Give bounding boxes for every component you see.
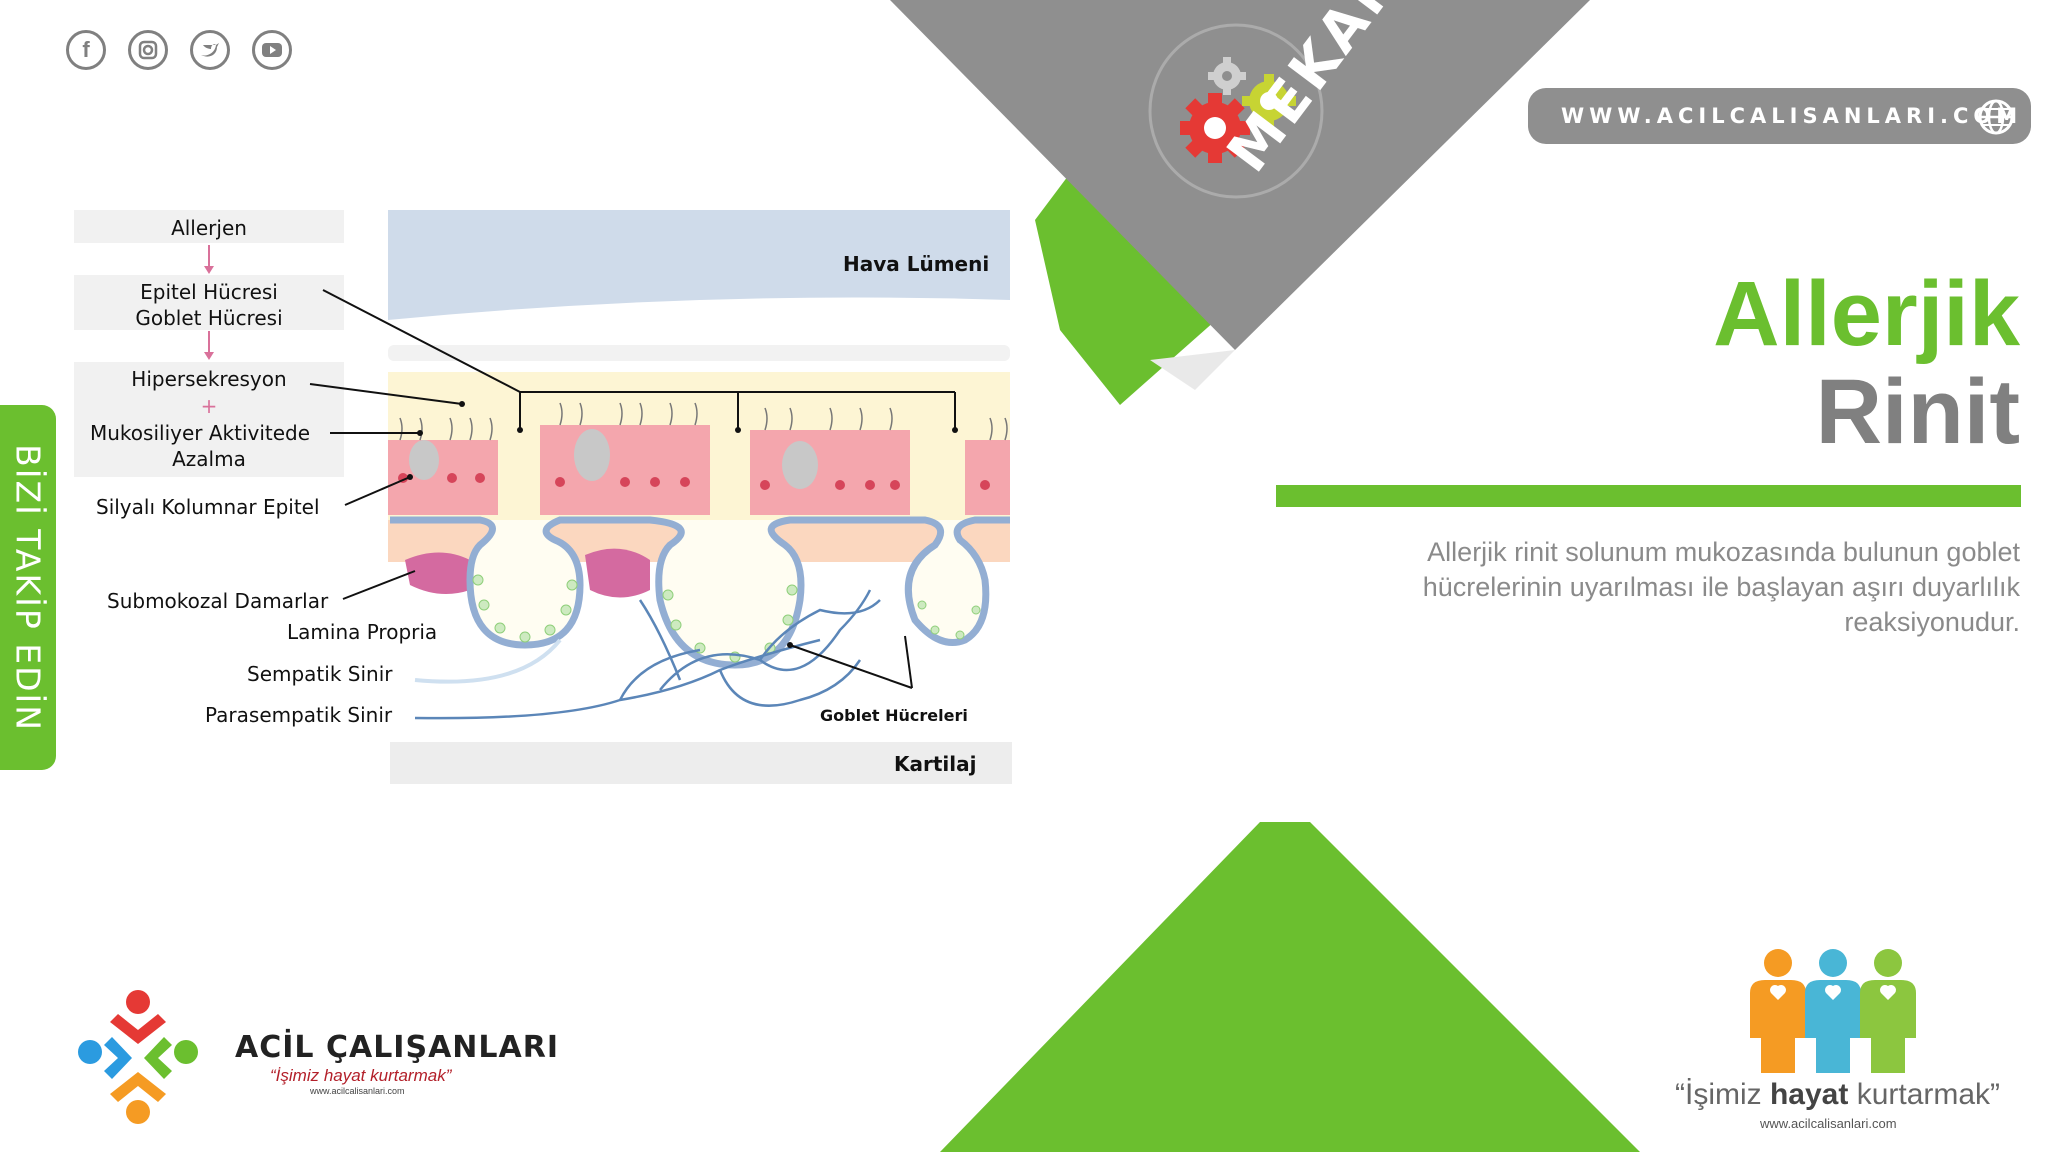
website-url: WWW.ACILCALISANLARI.COM — [1561, 104, 2023, 128]
flow-box-result — [74, 362, 344, 477]
flow-step-goblet: Goblet Hücresi — [135, 306, 283, 330]
brand-logo-icon — [78, 990, 198, 1124]
flow-plus: + — [200, 394, 218, 418]
mechanism-diagram: Allerjen Epitel Hücresi Goblet Hücresi H… — [0, 0, 1040, 800]
flow-step-allergen: Allerjen — [171, 216, 247, 240]
flow-step-decrease: Azalma — [172, 447, 246, 471]
goblet-cells-label: Goblet Hücreleri — [820, 706, 968, 725]
flow-step-epithelial: Epitel Hücresi — [140, 280, 278, 304]
facebook-icon[interactable]: f — [66, 30, 106, 70]
flow-box-cells — [74, 275, 344, 330]
slogan-part2: kurtarmak” — [1848, 1078, 2001, 1111]
slogan: “İşimiz hayat kurtarmak” — [1675, 1078, 2000, 1112]
slogan-bold: hayat — [1769, 1078, 1849, 1111]
page-title-line1: Allerjik — [1713, 263, 2020, 365]
people-logo-icon — [1750, 949, 1916, 1073]
gears-icon — [1180, 57, 1296, 163]
sympathetic-label: Sempatik Sinir — [247, 662, 393, 686]
flow-step-hypersecretion: Hipersekresyon — [131, 367, 287, 391]
instagram-icon[interactable] — [128, 30, 168, 70]
globe-icon — [1978, 99, 2014, 135]
flow-box-allergen — [74, 210, 344, 243]
website-bar[interactable]: WWW.ACILCALISANLARI.COM — [1528, 88, 2031, 144]
brand-name: ACİL ÇALIŞANLARI — [235, 1030, 559, 1065]
lamina-propria-label: Lamina Propria — [287, 620, 438, 644]
histology-illustration — [204, 210, 1012, 784]
parasympathetic-label: Parasempatik Sinir — [205, 703, 393, 727]
slogan-url: www.acilcalisanlari.com — [1760, 1116, 1897, 1131]
social-links: f — [66, 30, 292, 70]
flow-step-mucociliary: Mukosiliyer Aktivitede — [90, 421, 311, 445]
cartilage-label: Kartilaj — [894, 752, 977, 776]
follow-us-tab[interactable]: BİZİ TAKİP EDİN — [0, 405, 56, 770]
slogan-part1: “İşimiz — [1675, 1078, 1770, 1111]
page-title-line2: Rinit — [1815, 361, 2020, 463]
brand-tagline: “İşimiz hayat kurtarmak” — [270, 1066, 452, 1085]
title-divider — [1276, 485, 2021, 507]
description: Allerjik rinit solunum mukozasında bulun… — [1422, 537, 2020, 637]
vessels-label: Submokozal Damarlar — [107, 589, 329, 613]
air-lumen-label: Hava Lümeni — [843, 252, 990, 276]
epithelium-label: Silyalı Kolumnar Epitel — [96, 495, 320, 519]
brand-url: www.acilcalisanlari.com — [310, 1086, 405, 1096]
youtube-icon[interactable] — [252, 30, 292, 70]
twitter-icon[interactable] — [190, 30, 230, 70]
